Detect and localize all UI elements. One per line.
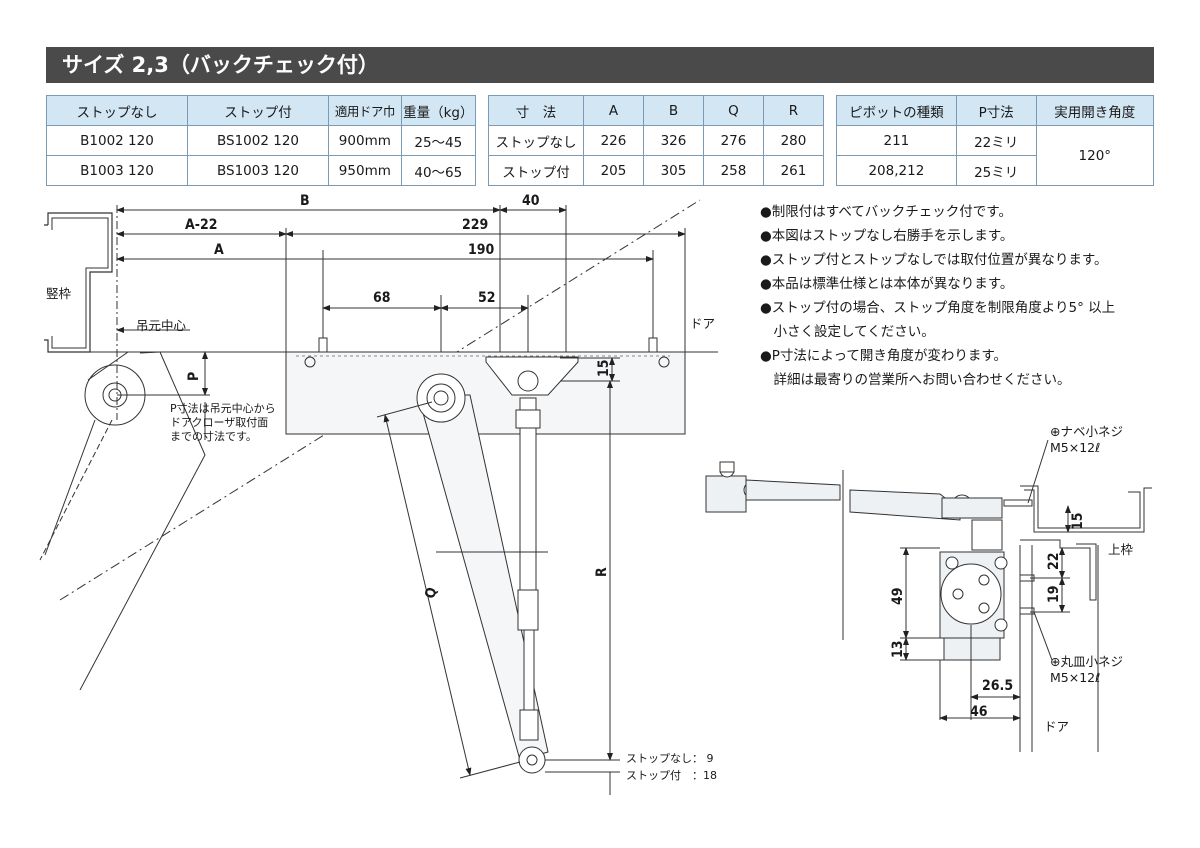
table-cell: 120° bbox=[1035, 125, 1155, 186]
note-item: ●ストップ付の場合、ストップ角度を制限角度より5° 以上 bbox=[760, 300, 1116, 316]
table-cell: 22ミリ bbox=[955, 125, 1037, 156]
table-cell: 950mm bbox=[328, 155, 402, 186]
note-item: ●本図はストップなし右勝手を示します。 bbox=[760, 228, 1014, 244]
side-dim-15: 15 bbox=[1070, 512, 1086, 530]
table-cell: 900mm bbox=[328, 125, 402, 156]
table-header-row: 寸 法 A B Q R bbox=[488, 95, 825, 126]
table-cell: 205 bbox=[582, 155, 644, 186]
p-note-line: までの寸法です。 bbox=[170, 430, 257, 443]
main-view bbox=[39, 199, 718, 795]
table-cell: 258 bbox=[702, 155, 764, 186]
table-header: ピボットの種類 bbox=[836, 95, 957, 126]
dim-r: R bbox=[594, 567, 610, 577]
table-cell: BS1003 120 bbox=[186, 155, 330, 186]
note-item: 小さく設定してください。 bbox=[760, 324, 935, 340]
dim-p: P bbox=[186, 371, 202, 381]
side-dim-26-5: 26.5 bbox=[982, 678, 1014, 694]
dim-a22: A-22 bbox=[185, 217, 218, 233]
p-note-line: P寸法は吊元中心から bbox=[170, 402, 276, 415]
dim-190: 190 bbox=[468, 242, 495, 258]
table-cell: 261 bbox=[762, 155, 825, 186]
note-item: 詳細は最寄りの営業所へお問い合わせください。 bbox=[760, 372, 1071, 388]
table-cell: B1003 120 bbox=[46, 155, 188, 186]
table-header: 実用開き角度 bbox=[1035, 95, 1155, 126]
table-cell: BS1002 120 bbox=[186, 125, 330, 156]
screw-top-label: ⊕ナベ小ネジ bbox=[1050, 424, 1123, 439]
table-row: 211 22ミリ 120° bbox=[836, 125, 1155, 186]
p-note: P寸法は吊元中心から ドアクローザ取付面 までの寸法です。 bbox=[170, 402, 276, 444]
side-door-label: ドア bbox=[1044, 719, 1070, 734]
dim-52: 52 bbox=[478, 290, 496, 306]
table-header: ストップ付 bbox=[186, 95, 330, 126]
side-view bbox=[705, 439, 1152, 752]
table-row: ストップ付 205 305 258 261 bbox=[488, 155, 825, 186]
table-cell: 25〜45 bbox=[400, 125, 477, 156]
table-cell: 211 bbox=[836, 125, 957, 156]
side-dim-22: 22 bbox=[1046, 552, 1062, 570]
pivot-center-label: 吊元中心 bbox=[136, 318, 187, 333]
side-dim-13: 13 bbox=[890, 640, 906, 658]
table-header: 重量（kg） bbox=[400, 95, 477, 126]
table-header: B bbox=[642, 95, 704, 126]
dim-a: A bbox=[214, 242, 224, 258]
table-header: R bbox=[762, 95, 825, 126]
table-header: 適用ドア巾 bbox=[328, 95, 402, 126]
page-title: サイズ 2,3（バックチェック付） bbox=[46, 47, 1154, 83]
pivot-table: ピボットの種類 P寸法 実用開き角度 211 22ミリ 120° 208,212… bbox=[836, 95, 1155, 186]
stop-none-label: ストップなし： 9 bbox=[626, 752, 714, 765]
dim-40: 40 bbox=[522, 193, 540, 209]
closer-body bbox=[285, 351, 686, 435]
screw-top-size: M5×12ℓ bbox=[1050, 440, 1101, 455]
dim-68: 68 bbox=[373, 290, 391, 306]
table-cell: 25ミリ bbox=[955, 155, 1037, 186]
table-row: B1003 120 BS1003 120 950mm 40〜65 bbox=[46, 155, 477, 186]
screw-bottom-size: M5×12ℓ bbox=[1050, 670, 1101, 685]
side-dim-49: 49 bbox=[890, 587, 906, 605]
dim-229: 229 bbox=[462, 217, 489, 233]
table-header-row: ピボットの種類 P寸法 実用開き角度 bbox=[836, 95, 1155, 126]
table-cell: 208,212 bbox=[836, 155, 957, 186]
table-cell: 280 bbox=[762, 125, 825, 156]
stop-with-label: ストップ付 ：18 bbox=[626, 769, 717, 782]
dimension-table: 寸 法 A B Q R ストップなし 226 326 276 280 ストップ付… bbox=[488, 95, 825, 186]
table-cell: 226 bbox=[582, 125, 644, 156]
table-header-row: ストップなし ストップ付 適用ドア巾 重量（kg） bbox=[46, 95, 477, 126]
table-cell: ストップ付 bbox=[488, 155, 584, 186]
note-item: ●P寸法によって開き角度が変わります。 bbox=[760, 348, 1007, 364]
model-table: ストップなし ストップ付 適用ドア巾 重量（kg） B1002 120 BS10… bbox=[46, 95, 477, 186]
dim-15: 15 bbox=[596, 359, 612, 377]
table-cell: 40〜65 bbox=[400, 155, 477, 186]
door-frame bbox=[44, 212, 113, 353]
frame-label: 竪枠 bbox=[46, 286, 72, 301]
side-dim-46: 46 bbox=[970, 704, 988, 720]
notes-list: ●制限付はすべてバックチェック付です。 ●本図はストップなし右勝手を示します。 … bbox=[760, 200, 1115, 392]
table-cell: 276 bbox=[702, 125, 764, 156]
table-row: B1002 120 BS1002 120 900mm 25〜45 bbox=[46, 125, 477, 156]
note-item: ●本品は標準仕様とは本体が異なります。 bbox=[760, 276, 1014, 292]
note-item: ●ストップ付とストップなしでは取付位置が異なります。 bbox=[760, 252, 1108, 268]
table-header: ストップなし bbox=[46, 95, 188, 126]
upper-frame-label: 上枠 bbox=[1108, 542, 1134, 557]
table-cell: B1002 120 bbox=[46, 125, 188, 156]
side-dim-19: 19 bbox=[1046, 585, 1062, 603]
table-cell: ストップなし bbox=[488, 125, 584, 156]
table-row: 208,212 25ミリ bbox=[836, 155, 1154, 186]
note-item: ●制限付はすべてバックチェック付です。 bbox=[760, 204, 1012, 220]
screw-bottom-label: ⊕丸皿小ネジ bbox=[1050, 654, 1123, 669]
table-cell: 305 bbox=[642, 155, 704, 186]
p-note-line: ドアクローザ取付面 bbox=[170, 416, 269, 429]
table-header: 寸 法 bbox=[488, 95, 584, 126]
dim-b: B bbox=[300, 193, 310, 209]
door-label: ドア bbox=[690, 316, 716, 331]
table-row: ストップなし 226 326 276 280 bbox=[488, 125, 825, 156]
